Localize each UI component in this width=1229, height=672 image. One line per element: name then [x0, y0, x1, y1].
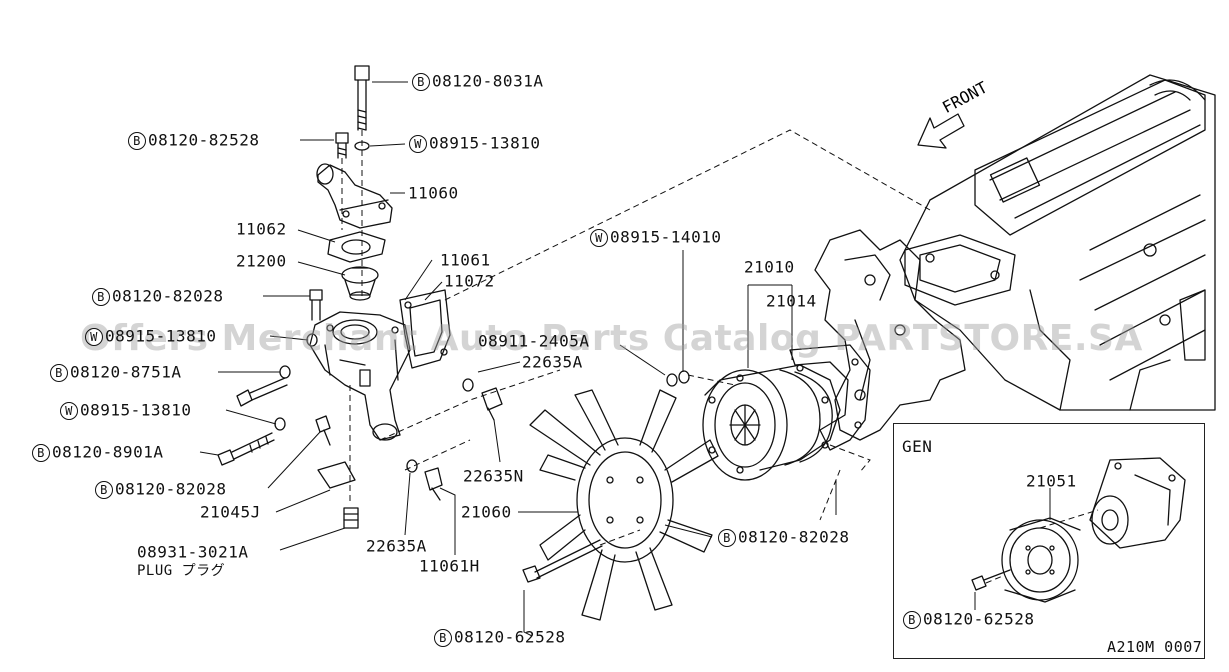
- gen-water-pump: [1089, 457, 1186, 549]
- bolt-82028-lower: [315, 415, 331, 446]
- drain-plug: [343, 507, 359, 529]
- part-label-11061h[interactable]: 11061H: [419, 556, 480, 576]
- cooling-fan: [529, 389, 719, 621]
- part-label-08931-3021a[interactable]: 08931-3021A: [137, 542, 249, 562]
- bolt-prefix-icon: B: [128, 131, 146, 150]
- front-direction-arrow: [917, 113, 965, 149]
- washer-prefix-icon: W: [60, 401, 78, 420]
- part-label-11062[interactable]: 11062: [236, 219, 287, 239]
- bolt-prefix-icon: B: [92, 287, 110, 306]
- water-pump-gasket: [789, 344, 871, 451]
- fan-bolt: [522, 539, 603, 583]
- reference-code: A210M 0007: [1107, 638, 1203, 656]
- part-label-08911-2405a[interactable]: 08911-2405A: [478, 331, 590, 351]
- outlet-gasket: [327, 231, 386, 263]
- part-label-21010[interactable]: 21010: [744, 257, 795, 277]
- engine-block-outline: [899, 74, 1216, 411]
- part-label-21060[interactable]: 21060: [461, 502, 512, 522]
- bolt-82028-upper: [309, 289, 323, 321]
- part-label-21045j[interactable]: 21045J: [200, 502, 261, 522]
- bolt-prefix-icon: B: [412, 72, 430, 91]
- bolt-prefix-icon: B: [434, 628, 452, 647]
- connector-11061h: [424, 467, 443, 501]
- washer-22635a: [406, 459, 418, 473]
- water-outlet: [316, 163, 393, 229]
- plug-label: PLUG プラグ: [137, 563, 226, 579]
- bolt-prefix-icon: B: [32, 443, 50, 462]
- thermostat-housing: [309, 311, 411, 441]
- thermostat: [341, 266, 379, 301]
- bolt-prefix-icon: B: [718, 528, 736, 547]
- bolt-prefix-icon: B: [903, 610, 921, 629]
- washer-prefix-icon: W: [409, 134, 427, 153]
- washer-prefix-icon: W: [85, 327, 103, 346]
- gen-bolt: [971, 569, 1011, 591]
- front-cover-outline: [814, 229, 966, 441]
- gen-inset-title: GEN: [902, 437, 933, 456]
- part-label-22635a-top[interactable]: 22635A: [522, 352, 583, 372]
- small-bolt-top: [335, 132, 349, 159]
- part-label-21200[interactable]: 21200: [236, 251, 287, 271]
- part-label-21051[interactable]: 21051: [1026, 471, 1077, 491]
- washer-left-3: [274, 417, 286, 431]
- pump-washers: [666, 370, 690, 387]
- part-label-11072[interactable]: 11072: [444, 271, 495, 291]
- bolt-prefix-icon: B: [95, 480, 113, 499]
- bracket-21045j: [317, 461, 356, 489]
- watermark-text: Offers Merchant Auto Parts Catalog PARTS…: [80, 318, 1143, 359]
- bolt-8751a: [236, 377, 288, 407]
- part-label-11061[interactable]: 11061: [440, 250, 491, 270]
- part-label-11060[interactable]: 11060: [408, 183, 459, 203]
- bolt-prefix-icon: B: [50, 363, 68, 382]
- washer-prefix-icon: W: [590, 228, 608, 247]
- housing-gasket: [399, 289, 451, 369]
- engine-outlet-flange: [904, 234, 1016, 306]
- part-label-21014[interactable]: 21014: [766, 291, 817, 311]
- washer-left-2: [279, 365, 291, 379]
- sensor-22635n: [481, 387, 503, 421]
- leader-lines: [199, 81, 1051, 637]
- long-bolt-top: [354, 65, 370, 131]
- gen-inset-box: [893, 423, 1205, 659]
- part-label-22635a-bot[interactable]: 22635A: [366, 536, 427, 556]
- bolt-8901a: [217, 432, 275, 466]
- washer-22635a-upper: [462, 378, 474, 392]
- assembly-dashed-lines: [341, 129, 1099, 584]
- part-label-22635n[interactable]: 22635N: [463, 466, 524, 486]
- water-pump: [702, 364, 841, 481]
